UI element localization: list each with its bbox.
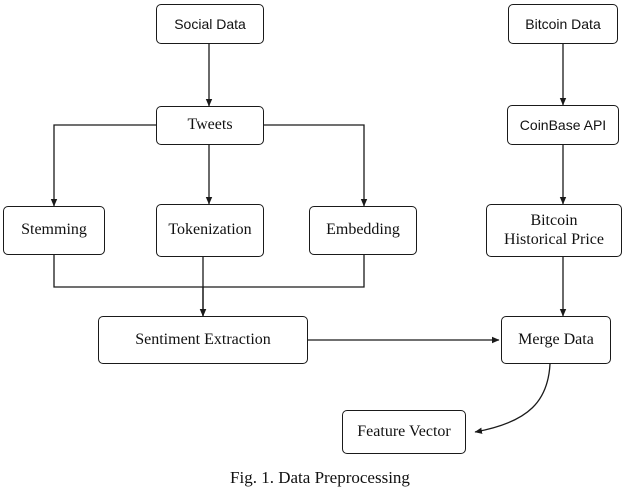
node-feature-vector-label: Feature Vector [357, 422, 451, 440]
node-tweets: Tweets [156, 106, 264, 145]
edge-embedding-to-sentiment [203, 255, 365, 288]
node-tokenization: Tokenization [156, 204, 264, 257]
node-embedding: Embedding [309, 206, 417, 255]
node-social-data: Social Data [156, 4, 264, 44]
node-historical-line1: Bitcoin [530, 212, 578, 230]
node-bitcoin-historical-price: Bitcoin Historical Price [486, 204, 622, 257]
edge-merge-to-feature [474, 363, 551, 434]
node-social-data-label: Social Data [174, 15, 246, 32]
node-sentiment-extraction: Sentiment Extraction [98, 316, 308, 364]
node-bitcoin-data-label: Bitcoin Data [525, 15, 601, 32]
node-tweets-label: Tweets [187, 116, 233, 134]
node-merge-data: Merge Data [501, 316, 611, 364]
node-sentiment-extraction-label: Sentiment Extraction [135, 330, 271, 348]
node-stemming-label: Stemming [21, 221, 87, 239]
node-coinbase-api-label: CoinBase API [519, 116, 607, 133]
node-embedding-label: Embedding [326, 221, 400, 239]
figure-caption: Fig. 1. Data Preprocessing [230, 468, 410, 487]
node-merge-data-label: Merge Data [518, 330, 594, 348]
edge-stemming-to-sentiment [53, 255, 207, 317]
edge-tweets-to-stemming [50, 124, 156, 207]
node-coinbase-api: CoinBase API [507, 105, 619, 145]
node-tokenization-label: Tokenization [168, 221, 252, 239]
node-stemming: Stemming [3, 206, 105, 255]
node-feature-vector: Feature Vector [342, 410, 466, 454]
edge-tweets-to-embedding [264, 124, 368, 207]
node-historical-line2: Historical Price [504, 230, 604, 248]
node-bitcoin-data: Bitcoin Data [508, 4, 618, 44]
